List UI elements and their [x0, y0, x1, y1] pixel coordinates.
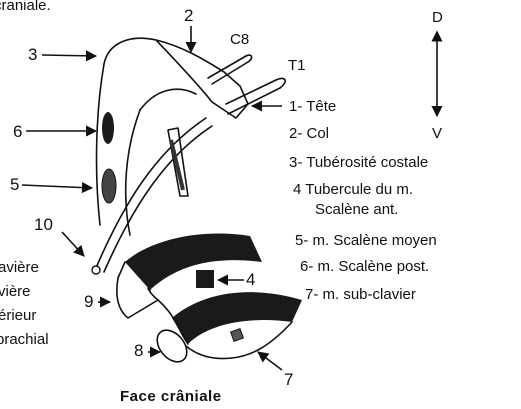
label-9: 9 — [84, 292, 93, 311]
legend-item-7: 7- m. sub-clavier — [305, 286, 416, 303]
legend-item-4b: Scalène ant. — [315, 201, 398, 218]
figure-caption: Face crâniale — [120, 388, 222, 405]
t1-label: T1 — [288, 57, 306, 74]
label-3: 3 — [28, 45, 37, 64]
label-4: 4 — [246, 270, 255, 289]
legend-item-3: 3- Tubérosité costale — [289, 154, 428, 171]
legend-item-1: 1- Tête — [289, 98, 336, 115]
scalene-post-insertion — [102, 112, 114, 144]
left-cut-legend: avière vière érieur brachial — [0, 259, 49, 348]
svg-text:érieur: érieur — [0, 307, 36, 324]
svg-text:brachial: brachial — [0, 331, 49, 348]
legend-item-4: 4 Tubercule du m. — [293, 181, 413, 198]
svg-text:avière: avière — [0, 259, 39, 276]
label-7: 7 — [284, 370, 293, 389]
label-6: 6 — [13, 122, 22, 141]
orientation-arrow: D V — [432, 9, 443, 142]
c8-label: C8 — [230, 31, 249, 48]
label-5: 5 — [10, 175, 19, 194]
number-labels: 2 3 6 5 10 9 8 4 7 — [10, 6, 293, 389]
first-rib — [92, 38, 302, 367]
legend-item-2: 2- Col — [289, 125, 329, 142]
label-2: 2 — [184, 6, 193, 25]
legend-item-6: 6- m. Scalène post. — [300, 258, 429, 275]
scalene-moyen-insertion — [102, 169, 116, 203]
scalene-tubercle-mark — [196, 270, 214, 288]
svg-text:D: D — [432, 9, 443, 26]
subclavius-insertion-mark — [231, 329, 244, 342]
legend-item-5: 5- m. Scalène moyen — [295, 232, 437, 249]
label-8: 8 — [134, 341, 143, 360]
label-10: 10 — [34, 215, 53, 234]
top-cut-text: craniale. — [0, 0, 51, 14]
legend: 1- Tête 2- Col 3- Tubérosité costale 4 T… — [289, 98, 437, 303]
svg-text:vière: vière — [0, 283, 31, 300]
svg-text:V: V — [432, 125, 442, 142]
subclavian-groove-upper — [125, 234, 262, 290]
